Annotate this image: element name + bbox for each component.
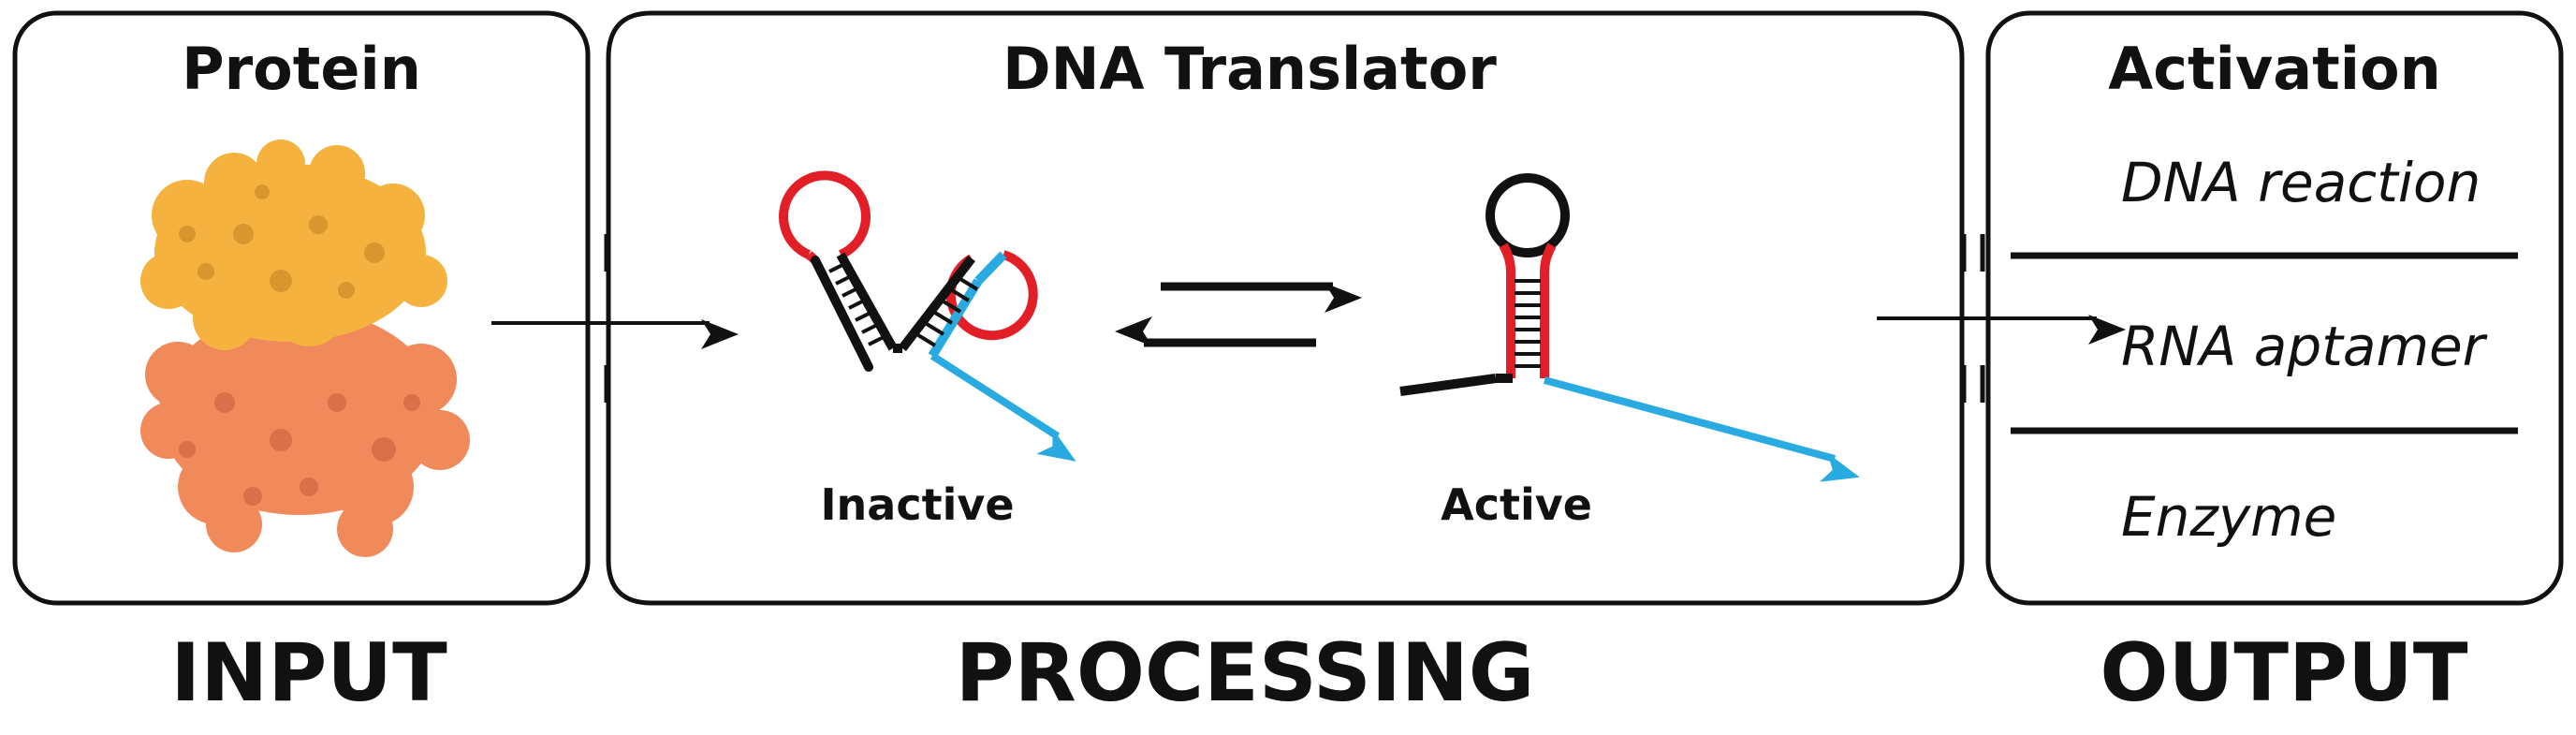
input-section-label: INPUT bbox=[170, 626, 447, 720]
output-item-enzyme: Enzyme bbox=[2121, 485, 2336, 549]
output-item-dna-reaction: DNA reaction bbox=[2121, 151, 2481, 214]
output-panel-frame bbox=[1985, 10, 2564, 606]
input-processing-connector bbox=[585, 234, 609, 403]
inactive-label: Inactive bbox=[820, 479, 1014, 530]
processing-panel: DNA Translator bbox=[606, 10, 1965, 606]
processing-section-label: PROCESSING bbox=[956, 626, 1535, 720]
input-panel: Protein bbox=[12, 10, 591, 606]
inactive-hairpin-icon bbox=[779, 170, 1076, 462]
active-hairpin-icon bbox=[1399, 173, 1860, 482]
processing-output-connector bbox=[1961, 234, 1985, 403]
output-item-rna-aptamer: RNA aptamer bbox=[2121, 315, 2488, 378]
protein-structure-icon bbox=[140, 140, 470, 557]
active-label: Active bbox=[1441, 479, 1592, 530]
output-section-label: OUTPUT bbox=[2100, 626, 2467, 720]
input-panel-title: Protein bbox=[182, 35, 421, 103]
output-panel: Activation DNA reaction RNA aptamer Enzy… bbox=[1985, 10, 2564, 606]
output-panel-title: Activation bbox=[2108, 35, 2441, 103]
input-panel-frame bbox=[12, 10, 591, 606]
processing-panel-frame bbox=[606, 10, 1965, 606]
processing-panel-title: DNA Translator bbox=[1003, 35, 1497, 103]
equilibrium-arrows-icon bbox=[1115, 282, 1362, 347]
